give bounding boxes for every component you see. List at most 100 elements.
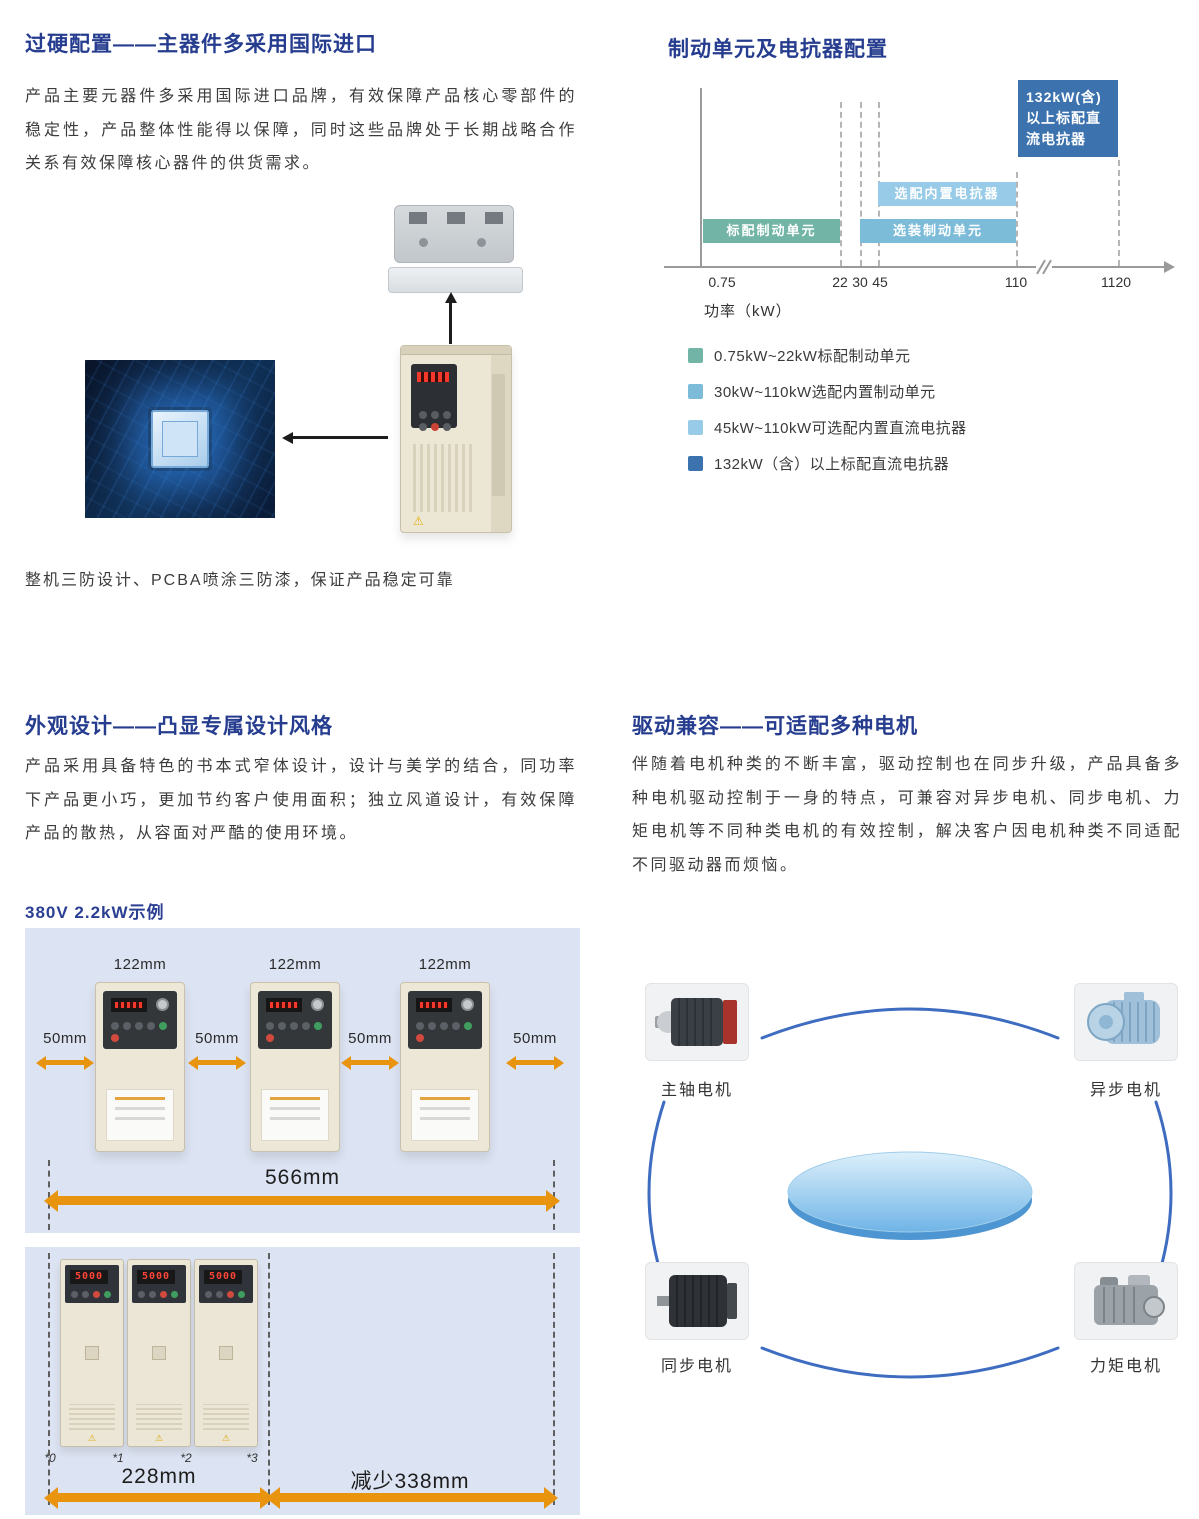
sync-motor-icon xyxy=(657,1275,737,1327)
motor-image-sync xyxy=(645,1262,749,1340)
legend-item: 30kW~110kW选配内置制动单元 xyxy=(688,380,967,402)
control-panel xyxy=(408,991,482,1049)
axis-tick-22: 22 xyxy=(832,274,848,290)
inverter-side-strip xyxy=(492,374,505,496)
control-panel: 5000 xyxy=(65,1265,119,1303)
inverter-vents xyxy=(136,1404,182,1430)
dim-label-228mm: 228mm xyxy=(121,1465,197,1488)
narrow-inverter-image: 5000 ⚠ xyxy=(60,1259,124,1447)
arrow-left-icon xyxy=(292,436,388,439)
control-buttons xyxy=(111,1022,169,1042)
drive-body-text: 伴随着电机种类的不断丰富，驱动控制也在同步升级，产品具备多种电机驱动控制于一身的… xyxy=(632,756,1182,874)
unit-marker: *1 xyxy=(112,1451,124,1465)
inverter-vents xyxy=(69,1404,115,1430)
dim-arrow-small xyxy=(350,1060,390,1065)
motor-label: 主轴电机 xyxy=(660,1082,733,1099)
chart-gridline-110 xyxy=(1016,172,1018,266)
motor-image-async xyxy=(1074,983,1178,1061)
inverter-vents xyxy=(203,1404,249,1430)
igbt-module-image xyxy=(388,205,523,293)
legend-label: 132kW（含）以上标配直流电抗器 xyxy=(714,455,950,473)
pcb-chip-image xyxy=(85,360,275,518)
led-display xyxy=(111,998,147,1012)
dim-label-122mm: 122mm xyxy=(418,956,472,973)
dim-label-50mm: 50mm xyxy=(43,1030,87,1047)
warning-icon: ⚠ xyxy=(221,1433,231,1443)
legend-label: 0.75kW~22kW标配制动单元 xyxy=(714,347,911,365)
dim-label-566mm: 566mm xyxy=(264,1166,341,1189)
bar-optional-reactor: 选配内置电抗器 xyxy=(878,182,1016,206)
config-body-text: 产品主要元器件多采用国际进口品牌，有效保障产品核心零部件的稳定性，产品整体性能得… xyxy=(25,88,577,173)
dim-arrow-total xyxy=(57,1196,547,1205)
chip-die xyxy=(151,410,209,468)
logo-badge xyxy=(85,1346,99,1360)
legend-swatch xyxy=(688,455,703,471)
warning-icon: ⚠ xyxy=(87,1433,97,1443)
unit-marker: *2 xyxy=(180,1451,192,1465)
inverter-front-image xyxy=(95,982,185,1152)
control-buttons xyxy=(71,1291,78,1298)
inverter-front-image xyxy=(250,982,340,1152)
dim-arrow-228 xyxy=(57,1493,261,1502)
led-display: 5000 xyxy=(70,1270,108,1284)
example-label: 380V 2.2kW示例 xyxy=(25,903,165,922)
dim-guide-line xyxy=(553,1253,555,1505)
motor-label: 力矩电机 xyxy=(1089,1358,1162,1375)
legend-item: 0.75kW~22kW标配制动单元 xyxy=(688,344,967,366)
control-buttons xyxy=(138,1291,145,1298)
control-buttons xyxy=(266,1022,324,1042)
dim-label-122mm: 122mm xyxy=(113,956,167,973)
led-display: 5000 xyxy=(204,1270,242,1284)
dim-label-122mm: 122mm xyxy=(268,956,322,973)
axis-tick-1120: 1120 xyxy=(1100,274,1132,290)
motor-image-torque xyxy=(1074,1262,1178,1340)
spindle-motor-icon xyxy=(655,998,737,1046)
panel-wide-comparison: 122mm 122mm 122mm xyxy=(25,928,580,1233)
motor-compatibility-diagram: 主轴电机 异步电机 同步电机 力矩电机 xyxy=(630,950,1190,1430)
warning-icon: ⚠ xyxy=(154,1433,164,1443)
control-buttons xyxy=(416,1022,474,1042)
legend-swatch xyxy=(688,419,703,435)
knob xyxy=(156,998,169,1011)
dim-label-50mm: 50mm xyxy=(195,1030,239,1047)
led-display xyxy=(266,998,302,1012)
control-panel xyxy=(103,991,177,1049)
torque-motor-icon xyxy=(1094,1275,1165,1325)
drive-section-title: 驱动兼容——可适配多种电机 xyxy=(632,715,918,738)
dim-arrow-small xyxy=(45,1060,85,1065)
knob xyxy=(461,998,474,1011)
design-section-title: 外观设计——凸显专属设计风格 xyxy=(25,715,333,738)
panel-narrow-comparison: 5000 ⚠ 5000 ⚠ 5000 ⚠ xyxy=(25,1247,580,1515)
warning-label xyxy=(106,1089,174,1141)
motor-label: 同步电机 xyxy=(660,1358,733,1375)
axis-tick-45: 45 xyxy=(872,274,888,290)
legend-swatch xyxy=(688,383,703,399)
axis-tick-0-75: 0.75 xyxy=(708,274,736,290)
axis-break-icon xyxy=(1036,259,1052,275)
axis-tick-30: 30 xyxy=(852,274,868,290)
chart-gridline-22 xyxy=(840,102,842,266)
narrow-inverter-image: 5000 ⚠ xyxy=(194,1259,258,1447)
config-figure: ⚠ xyxy=(25,200,580,542)
dim-arrow-small xyxy=(515,1060,555,1065)
narrow-inverter-image: 5000 ⚠ xyxy=(127,1259,191,1447)
async-motor-icon xyxy=(1087,992,1160,1044)
chart-gridline-1120 xyxy=(1118,160,1120,266)
config-footnote: 整机三防设计、PCBA喷涂三防漆，保证产品稳定可靠 xyxy=(25,572,455,589)
config-section-title: 过硬配置——主器件多采用国际进口 xyxy=(25,33,377,56)
dim-guide-line xyxy=(48,1253,50,1505)
led-display: 5000 xyxy=(137,1270,175,1284)
inverter-front-image xyxy=(400,982,490,1152)
led-display xyxy=(416,998,452,1012)
igbt-module-top xyxy=(394,205,514,263)
legend-label: 45kW~110kW可选配内置直流电抗器 xyxy=(714,419,967,437)
dim-arrow-saving xyxy=(279,1493,545,1502)
legend-swatch xyxy=(688,347,703,363)
chart-gridline-30 xyxy=(860,102,862,266)
legend-item: 45kW~110kW可选配内置直流电抗器 xyxy=(688,416,967,438)
chart-legend: 0.75kW~22kW标配制动单元 30kW~110kW选配内置制动单元 45k… xyxy=(688,344,967,488)
chart-y-axis xyxy=(700,88,702,266)
bar-standard-brake: 标配制动单元 xyxy=(703,219,840,243)
control-panel: 5000 xyxy=(132,1265,186,1303)
